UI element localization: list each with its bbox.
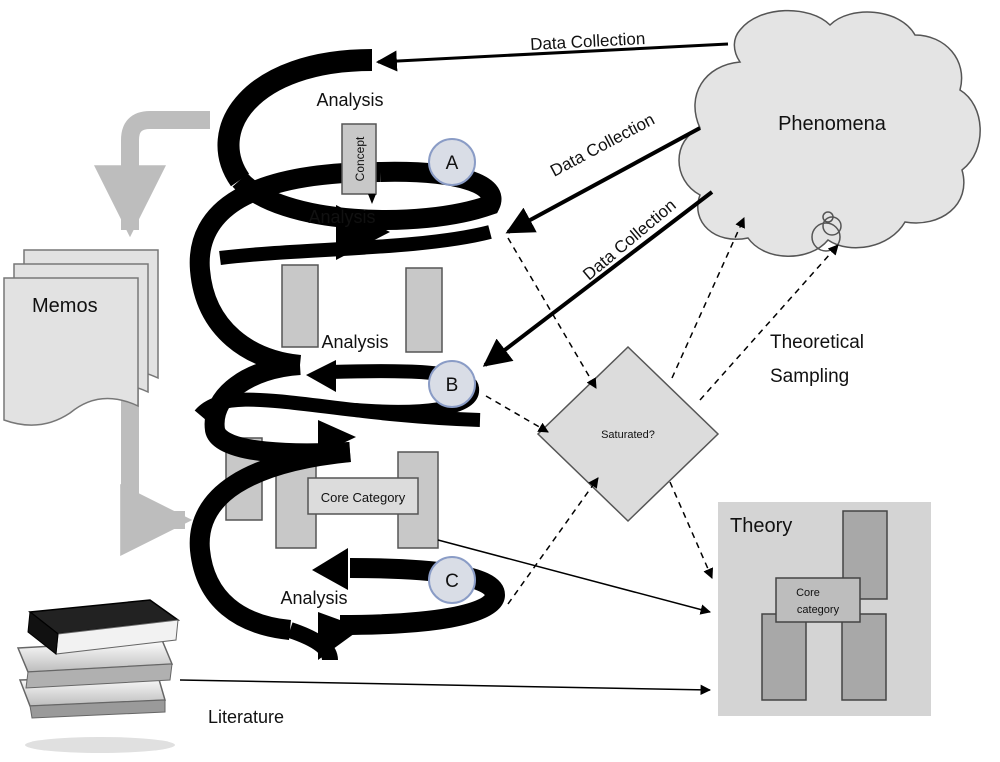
upper-blocks [281,264,443,353]
memo-flow-arrow [94,111,210,556]
literature-label: Literature [208,707,284,727]
data-collection-label-3: Data Collection [579,195,680,284]
dashed-arrows [485,217,839,605]
saturated-diamond: Saturated? [536,345,720,523]
analysis-label-1: Analysis [316,90,383,110]
core-category-small-line1: Core [796,587,820,599]
marker-b-label: B [446,375,459,396]
concept-label: Concept [353,136,367,181]
core-category-small-line2: category [797,604,840,616]
analysis-label-2: Analysis [308,207,375,227]
data-collection-label-2: Data Collection [547,110,658,181]
marker-a-label: A [446,153,459,174]
marker-a: A [428,138,476,186]
saturated-label: Saturated? [601,429,655,441]
analysis-label-3: Analysis [321,332,388,352]
phenomena-label: Phenomena [778,113,887,135]
sampling-label: Sampling [770,366,849,387]
marker-c-label: C [445,571,459,592]
phenomena-cloud: Phenomena [678,9,981,257]
theory-arrows [179,539,712,696]
spiral-arrowheads [306,205,390,660]
theoretical-label: Theoretical [770,332,864,353]
memos-stack: Memos [3,249,159,426]
analysis-spiral [189,49,506,662]
books-stack [16,599,181,753]
analysis-label-4: Analysis [280,588,347,608]
core-category-label: Core Category [321,490,406,505]
theory-panel: Theory Core category [718,502,931,716]
data-collection-arrows [375,42,729,367]
marker-b: B [428,360,476,408]
memos-label: Memos [32,295,98,317]
theory-label: Theory [730,515,792,537]
marker-c: C [428,556,476,604]
core-category-box: Core Category [307,477,419,515]
concept-box: Concept [341,123,377,204]
